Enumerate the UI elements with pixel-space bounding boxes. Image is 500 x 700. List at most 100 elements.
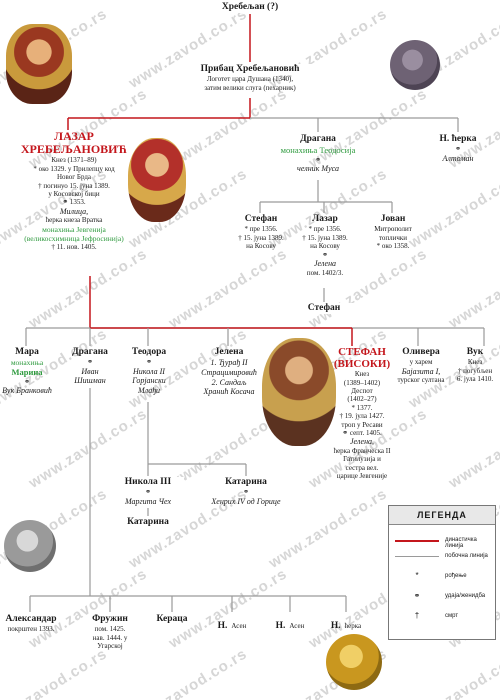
stefan-v-born: * 1377. <box>351 403 373 412</box>
stefan-v-died: † 19. јула 1427. <box>339 412 385 421</box>
jovan-born: * око 1358. <box>376 242 410 251</box>
pribac-name: Прибац Хребељановић <box>175 64 325 76</box>
n1-name: Н. <box>217 621 228 631</box>
lazar-born-place: Новог Брда <box>56 173 92 182</box>
dragana-top-husband: челник Муса <box>297 163 339 173</box>
dragana-top-name: Драгана <box>300 134 336 144</box>
jelena-name: Јелена <box>214 347 244 357</box>
legend-died-label: смрт <box>445 613 459 619</box>
portrait-stefan <box>262 338 336 446</box>
vuk-died: † погубљен <box>457 366 493 375</box>
nikola3-marr: ⚭ <box>145 488 151 497</box>
coin-silver <box>4 520 56 572</box>
lazar-married: ⚭ 1353. <box>62 198 86 207</box>
node-stefan-visoki: СТЕФАН (ВИСОКИ) Кнез (1389–1402) Деспот … <box>328 346 396 480</box>
lazar-s-place: на Косову <box>310 242 340 251</box>
coin-gold <box>326 634 382 690</box>
pribac-line2: затим велики слуга (пехарник) <box>204 83 296 92</box>
node-nk-top: Н. ћерка ⚭ Алтоман <box>420 134 496 163</box>
nikola3-name: Никола III <box>112 477 184 489</box>
legend-row-side: побочна линија <box>389 550 495 564</box>
legend-dynasty-line <box>395 540 439 542</box>
lazar-s-wife: Јелена <box>313 258 337 268</box>
lazar-spouse-origin: ћерка кнеза Вратка <box>45 216 103 225</box>
lazar-s-born: * пре 1356. <box>308 225 342 234</box>
nk-top-name: Н. ћерка <box>439 134 477 144</box>
olivera-husband: Бајазита I, <box>401 366 441 376</box>
dragana-marr: ⚭ <box>87 358 93 367</box>
stefan-s-name: Стефан <box>244 214 278 224</box>
stefan-v-name-2: (ВИСОКИ) <box>333 358 391 371</box>
lazar-born: * око 1329. у Прилепцу код <box>33 164 115 173</box>
teodora-marr: ⚭ <box>146 358 152 367</box>
legend-row-born: * рођење <box>389 570 495 584</box>
lazar-s-marr: ⚭ <box>322 250 328 259</box>
lazar-spouse-death: † 11. нов. 1405. <box>51 242 97 251</box>
katarina-marr: ⚭ <box>243 488 249 497</box>
stefan-v-married: ⚭ септ. 1405. <box>342 428 382 437</box>
n2-name: Н. <box>275 621 286 631</box>
fruzin-l1: пом. 1425. <box>94 625 126 634</box>
node-nikola3: Никола III ⚭ Маргита Чех <box>112 477 184 506</box>
married-icon: ⚭ <box>413 591 421 600</box>
aleksandar-note: покрштен 1393. <box>7 625 55 634</box>
stefan-v-wife: Јелена, <box>349 437 375 447</box>
legend-row-died: † смрт <box>389 610 495 624</box>
legend-side-label: побочна линија <box>445 553 488 559</box>
jovan-title-2: топлички <box>378 233 408 242</box>
olivera-name: Оливера <box>402 347 440 357</box>
nk-top-husband: Алтоман <box>442 153 474 163</box>
born-icon: * <box>415 571 419 580</box>
lazar-s-died: † 15. јуна 1389. <box>302 233 348 242</box>
stefan-v-title-1-years: (1389–1402) <box>343 378 381 387</box>
fruzin-name: Фружин <box>92 614 128 624</box>
stefan-s-place: на Косову <box>246 242 276 251</box>
mara-nun: монахиња <box>10 358 44 368</box>
lazar-name-2: ХРЕБЕЉАНОВИЋ <box>20 142 128 157</box>
lazar-died: † погинуо 15. јуна 1389. <box>38 181 110 190</box>
node-fruzin: Фружин пом. 1425. нав. 1444. у Угарској <box>82 614 138 651</box>
teodora-husband-1: Никола II <box>133 366 165 376</box>
fruzin-l3: Угарској <box>97 642 123 651</box>
portrait-pribac <box>6 24 72 104</box>
legend-dynasty-label: династичка линија <box>445 537 477 549</box>
portrait-milica <box>128 138 186 222</box>
node-dragana: Драгана ⚭ Иван Шишман <box>62 347 118 386</box>
lazar-name-1: ЛАЗАР <box>54 129 94 143</box>
node-n1: Н. Асен <box>212 614 252 633</box>
node-jovan: Јован Митрополит топлички * око 1358. <box>358 214 428 251</box>
node-teodora: Теодора ⚭ Никола II Горјански Млађи <box>118 347 180 396</box>
node-dragana-top: Драгана монахиња Теодосија ⚭ челник Муса <box>262 134 374 174</box>
stefan-s-born: * пре 1356. <box>244 225 278 234</box>
lazar-spouse-nun: монахиња Јевгенија <box>42 224 106 234</box>
node-aleksandar: Александар покрштен 1393. <box>0 614 62 634</box>
jovan-title: Митрополит <box>374 225 412 234</box>
mara-marr: ⚭ <box>24 377 30 386</box>
node-stefan-gs: Стефан <box>294 303 354 315</box>
n2-note: Асен <box>289 622 305 630</box>
n3-name: Н. <box>330 621 341 631</box>
mara-husband: Вук Бранковић <box>2 385 52 395</box>
stefan-v-wife-5: царице Јевгеније <box>336 472 388 481</box>
legend-title: ЛЕГЕНДА <box>389 506 495 525</box>
node-katarina: Катарина ⚭ Хенрих IV од Горице <box>198 477 294 506</box>
katarina-name: Катарина <box>198 477 294 489</box>
legend-born-label: рођење <box>445 573 467 579</box>
stefan-v-wife-4: сестра вел. <box>345 463 379 472</box>
dragana-top-nun: монахиња Теодосија <box>280 145 356 156</box>
vuk-died-date: 6. јула 1410. <box>456 375 494 384</box>
jelena-husband-2: 2. Сандаљ <box>211 377 247 387</box>
node-pribac: Прибац Хребељановић Логотет цара Душана … <box>175 64 325 92</box>
lazar-spouse-schema: (великосхимница Јефросинија) <box>24 233 124 243</box>
jovan-name: Јован <box>380 214 406 224</box>
legend-married-label: удаја/женидба <box>445 593 486 599</box>
stefan-v-title-1: Кнез <box>354 370 370 379</box>
stefan-s-died: † 15. јуна 1389. <box>238 233 284 242</box>
node-stefan-s: Стефан * пре 1356. † 15. јуна 1389. на К… <box>226 214 296 251</box>
vuk-title: Кнез <box>467 358 483 367</box>
dragana-top-marr: ⚭ <box>315 155 321 164</box>
pribac-line1: Логотет цара Душана (1340), <box>206 75 294 84</box>
teodora-husband-2: Горјански <box>132 376 166 386</box>
